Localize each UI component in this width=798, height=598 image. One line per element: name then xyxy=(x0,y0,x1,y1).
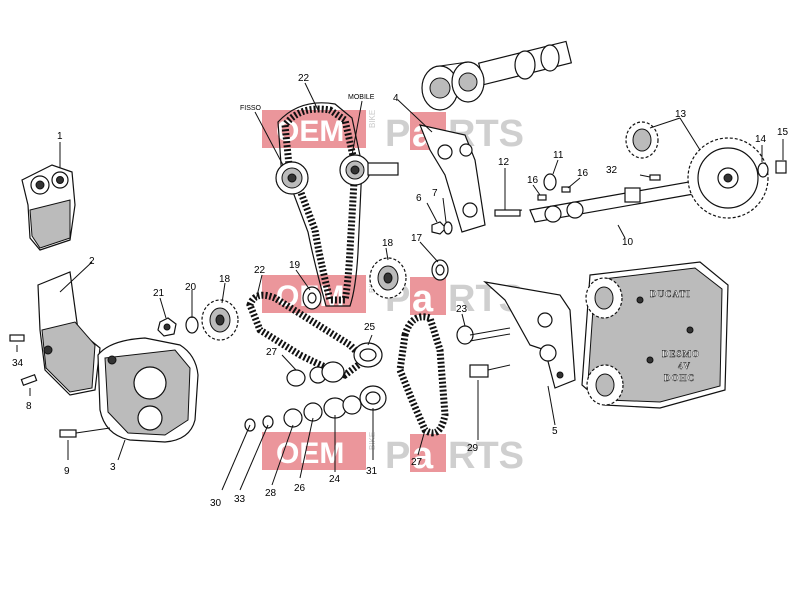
watermark-middle-a: a xyxy=(412,278,434,320)
part-number-6: 6 xyxy=(416,193,422,204)
part-11-clip xyxy=(543,159,559,191)
part-21-nut xyxy=(157,317,177,337)
part-number-16b: 16 xyxy=(577,168,589,179)
bolt-9 xyxy=(59,427,111,460)
part-number-22a: 22 xyxy=(298,73,310,84)
part-number-9: 9 xyxy=(64,466,70,477)
watermark-bottom-a: a xyxy=(412,435,434,477)
part-14-washer xyxy=(757,145,769,178)
camshaft-top xyxy=(421,40,573,111)
cover-text-4v: 4V xyxy=(678,361,691,371)
bolt-34 xyxy=(9,334,25,352)
part-number-14: 14 xyxy=(755,134,767,145)
part-16a-key xyxy=(537,194,547,201)
part-number-17: 17 xyxy=(411,233,423,244)
watermark-top: OEM BIKE P a RTS xyxy=(262,110,524,155)
part-17-spacer xyxy=(431,259,449,281)
part-number-27a: 27 xyxy=(266,347,278,358)
part-5-bracket-plate xyxy=(483,281,576,426)
watermark-top-p: P xyxy=(385,113,410,155)
part-number-26: 26 xyxy=(294,483,306,494)
part-22-upper-belt xyxy=(277,102,363,307)
part-32-pin xyxy=(649,174,661,181)
part-number-16a: 16 xyxy=(527,175,539,186)
rollers-row-upper xyxy=(286,361,345,387)
part-number-29: 29 xyxy=(467,443,479,454)
part-number-32: 32 xyxy=(606,165,618,176)
part-number-5: 5 xyxy=(552,426,558,437)
part-10-camshaft xyxy=(529,179,706,239)
part-number-19: 19 xyxy=(289,260,301,271)
watermark-bottom: OEM BIKE P a RTS xyxy=(262,432,524,477)
part-number-18b: 18 xyxy=(219,274,231,285)
part-number-1: 1 xyxy=(57,131,63,142)
part-18-upper-pulley xyxy=(369,257,407,299)
part-number-20: 20 xyxy=(185,282,197,293)
part-number-7: 7 xyxy=(432,188,438,199)
part-3-belt-cover xyxy=(97,337,199,461)
part-number-8: 8 xyxy=(26,401,32,412)
watermark-top-bike: BIKE xyxy=(368,110,377,128)
part-19-washer xyxy=(302,286,322,310)
part-4-tensioner-plate xyxy=(397,99,486,233)
part-22-lower-belt xyxy=(246,291,371,379)
part-number-11: 11 xyxy=(553,150,564,161)
part-18-lower-pulley xyxy=(201,299,239,341)
part-number-33: 33 xyxy=(234,494,246,505)
cover-text-desmo: DESMO xyxy=(662,349,700,359)
part-number-34: 34 xyxy=(12,358,24,369)
watermark-bottom-rts: RTS xyxy=(448,435,524,477)
part-number-23: 23 xyxy=(456,304,468,315)
watermark-bottom-a-block xyxy=(410,434,446,472)
part-number-22b: 22 xyxy=(254,265,266,276)
part-13-cam-gear xyxy=(625,117,769,219)
part-23-stud xyxy=(456,325,511,345)
part-1-top-cover xyxy=(21,142,76,251)
part-number-31: 31 xyxy=(366,466,378,477)
part-16b-key xyxy=(561,186,571,193)
part-2-left-cover xyxy=(37,261,101,396)
part-number-25: 25 xyxy=(364,322,376,333)
tensioner-fisso xyxy=(254,111,309,195)
part-29-stud xyxy=(469,364,511,440)
part-number-24: 24 xyxy=(329,474,341,485)
part-27-lower-belt xyxy=(396,313,449,437)
part-number-12: 12 xyxy=(498,157,510,168)
rollers-row-lower xyxy=(244,395,362,432)
part-number-15: 15 xyxy=(777,127,789,138)
part-6-nut xyxy=(431,221,447,235)
part-25-roller xyxy=(353,342,383,368)
part-number-28: 28 xyxy=(265,488,277,499)
part-number-3: 3 xyxy=(110,462,116,473)
tensioner-mobile xyxy=(339,100,399,186)
part-number-10: 10 xyxy=(622,237,634,248)
cylinder-head-cover: DUCATI DESMO 4V DOHC xyxy=(581,261,729,409)
part-number-27b: 27 xyxy=(411,457,423,468)
part-numbers: 1 2 3 4 5 6 7 8 9 10 11 12 13 14 15 16 1… xyxy=(12,73,789,509)
watermark-bottom-p: P xyxy=(385,435,410,477)
part-number-21: 21 xyxy=(153,288,165,299)
label-mobile: MOBILE xyxy=(348,94,375,101)
part-number-13: 13 xyxy=(675,109,687,120)
part-number-4: 4 xyxy=(393,93,399,104)
watermark-middle-a-block xyxy=(410,277,446,315)
part-number-18a: 18 xyxy=(382,238,394,249)
label-fisso: FISSO xyxy=(240,105,262,112)
cover-text-ducati: DUCATI xyxy=(650,289,691,299)
part-31-roller xyxy=(359,385,387,411)
bolt-8 xyxy=(20,374,38,396)
part-number-30: 30 xyxy=(210,498,222,509)
part-7-washer xyxy=(443,221,453,235)
watermark-bottom-oem: OEM xyxy=(276,437,344,470)
part-20-washer xyxy=(185,316,199,334)
part-number-2: 2 xyxy=(89,256,95,267)
part-12-stud xyxy=(494,168,523,217)
cover-text-dohc: DOHC xyxy=(664,373,695,383)
leader-lines xyxy=(159,82,651,491)
part-15-nut xyxy=(775,139,787,174)
